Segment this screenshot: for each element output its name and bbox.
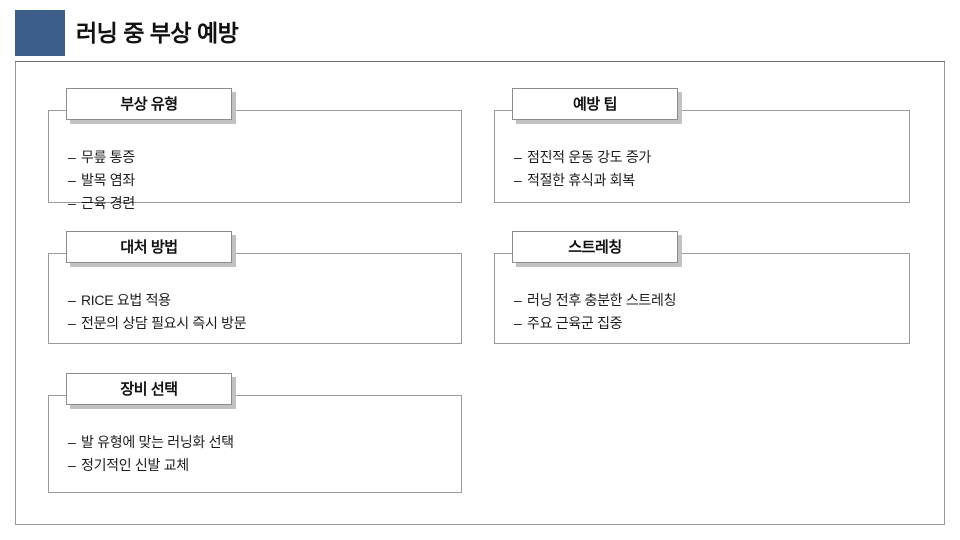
- list-item: –발목 염좌: [68, 169, 135, 192]
- card-header[interactable]: 대처 방법: [66, 231, 232, 263]
- card-body: [494, 110, 910, 203]
- list-item-label: 정기적인 신발 교체: [81, 457, 189, 473]
- card-bullet-list: –러닝 전후 충분한 스트레칭 –주요 근육군 집중: [514, 289, 676, 335]
- list-item-label: 발목 염좌: [81, 172, 135, 188]
- card-body: [48, 110, 462, 203]
- list-item: –정기적인 신발 교체: [68, 454, 234, 477]
- list-item-label: 러닝 전후 충분한 스트레칭: [527, 292, 677, 308]
- card-prevention-tips: 예방 팁 –점진적 운동 강도 증가 –적절한 휴식과 회복: [494, 88, 910, 203]
- card-body: [48, 253, 462, 344]
- card-header-label: 예방 팁: [573, 96, 617, 113]
- bullet-dash-icon: –: [514, 172, 522, 188]
- card-header-label: 장비 선택: [120, 381, 178, 398]
- card-equipment-choice: 장비 선택 –발 유형에 맞는 러닝화 선택 –정기적인 신발 교체: [48, 373, 462, 493]
- card-header[interactable]: 예방 팁: [512, 88, 678, 120]
- card-bullet-list: –무릎 통증 –발목 염좌 –근육 경련: [68, 146, 135, 215]
- list-item: –주요 근육군 집중: [514, 312, 676, 335]
- card-header-label: 대처 방법: [120, 239, 178, 256]
- bullet-dash-icon: –: [68, 292, 76, 308]
- list-item-label: 근육 경련: [81, 195, 135, 211]
- bullet-dash-icon: –: [514, 149, 522, 165]
- list-item: –발 유형에 맞는 러닝화 선택: [68, 431, 234, 454]
- card-bullet-list: –발 유형에 맞는 러닝화 선택 –정기적인 신발 교체: [68, 431, 234, 477]
- list-item: –점진적 운동 강도 증가: [514, 146, 651, 169]
- bullet-dash-icon: –: [514, 292, 522, 308]
- card-header[interactable]: 스트레칭: [512, 231, 678, 263]
- card-body: [48, 395, 462, 493]
- card-header[interactable]: 부상 유형: [66, 88, 232, 120]
- list-item-label: 무릎 통증: [81, 149, 135, 165]
- title-accent-block: [15, 10, 65, 56]
- card-injury-types: 부상 유형 –무릎 통증 –발목 염좌 –근육 경련: [48, 88, 462, 211]
- card-bullet-list: –RICE 요법 적용 –전문의 상담 필요시 즉시 방문: [68, 289, 247, 335]
- list-item-label: 전문의 상담 필요시 즉시 방문: [81, 315, 247, 331]
- card-header-label: 부상 유형: [120, 96, 178, 113]
- list-item-label: 점진적 운동 강도 증가: [527, 149, 651, 165]
- list-item-label: 적절한 휴식과 회복: [527, 172, 635, 188]
- bullet-dash-icon: –: [68, 149, 76, 165]
- bullet-dash-icon: –: [68, 457, 76, 473]
- list-item-label: 발 유형에 맞는 러닝화 선택: [81, 434, 234, 450]
- bullet-dash-icon: –: [68, 315, 76, 331]
- bullet-dash-icon: –: [68, 434, 76, 450]
- card-bullet-list: –점진적 운동 강도 증가 –적절한 휴식과 회복: [514, 146, 651, 192]
- page-title: 러닝 중 부상 예방: [76, 20, 239, 46]
- bullet-dash-icon: –: [68, 195, 76, 211]
- list-item: –적절한 휴식과 회복: [514, 169, 651, 192]
- list-item: –전문의 상담 필요시 즉시 방문: [68, 312, 247, 335]
- list-item: –무릎 통증: [68, 146, 135, 169]
- list-item: –근육 경련: [68, 192, 135, 215]
- card-body: [494, 253, 910, 344]
- bullet-dash-icon: –: [68, 172, 76, 188]
- card-response-method: 대처 방법 –RICE 요법 적용 –전문의 상담 필요시 즉시 방문: [48, 231, 462, 344]
- list-item-label: RICE 요법 적용: [81, 292, 171, 308]
- card-header[interactable]: 장비 선택: [66, 373, 232, 405]
- slide-title-bar: 러닝 중 부상 예방: [15, 10, 945, 62]
- bullet-dash-icon: –: [514, 315, 522, 331]
- list-item-label: 주요 근육군 집중: [527, 315, 623, 331]
- card-header-label: 스트레칭: [568, 239, 622, 256]
- card-stretching: 스트레칭 –러닝 전후 충분한 스트레칭 –주요 근육군 집중: [494, 231, 910, 344]
- list-item: –RICE 요법 적용: [68, 289, 246, 312]
- list-item: –러닝 전후 충분한 스트레칭: [514, 289, 676, 312]
